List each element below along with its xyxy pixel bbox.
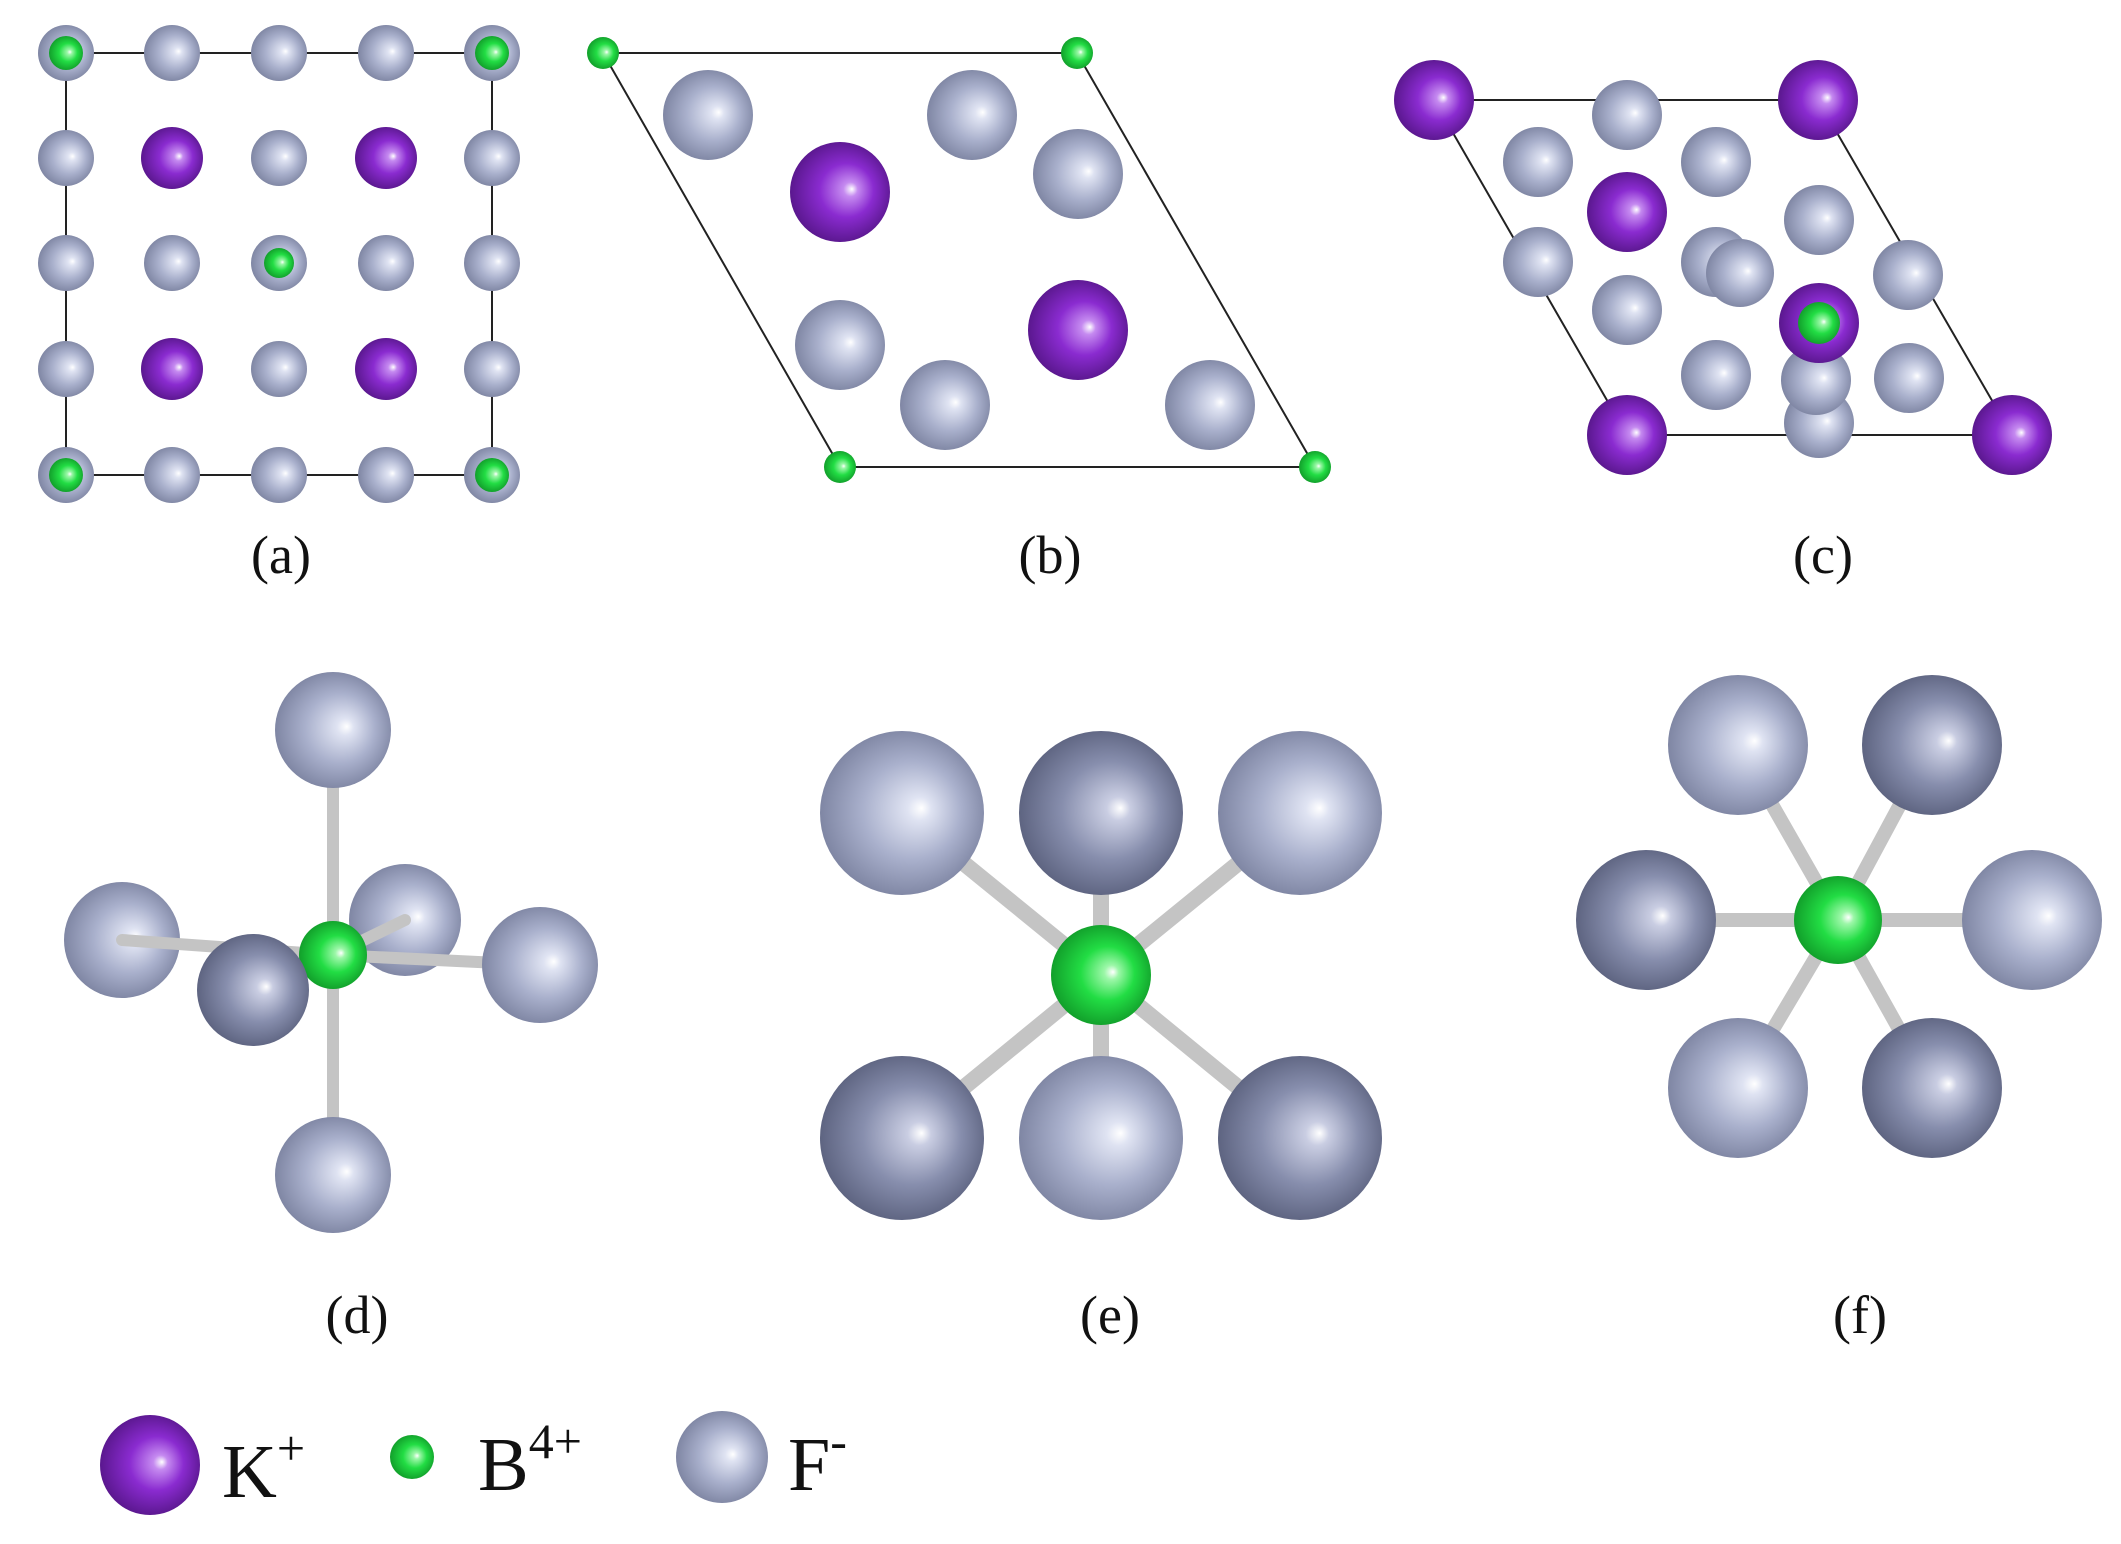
gray-sphere-icon xyxy=(676,1411,768,1503)
potassium-atom xyxy=(355,338,417,400)
fluorine-atom xyxy=(251,341,307,397)
fluorine-atom xyxy=(464,341,520,397)
legend: K+ B4+ F- xyxy=(100,1411,847,1515)
potassium-atom xyxy=(1587,172,1667,252)
fluorine-atom xyxy=(1165,360,1255,450)
potassium-atom xyxy=(1778,60,1858,140)
fluorine-atom xyxy=(144,447,200,503)
fluorine-atom xyxy=(38,235,94,291)
fluorine-atom xyxy=(1019,731,1183,895)
b-site-atom xyxy=(49,458,83,492)
potassium-atom xyxy=(141,127,203,189)
panel-label-c: (c) xyxy=(1793,525,1853,585)
b-site-atom xyxy=(1794,876,1882,964)
fluorine-atom xyxy=(1681,340,1751,410)
panel-b-structure xyxy=(587,37,1331,483)
fluorine-atom xyxy=(1668,675,1808,815)
panel-label-a: (a) xyxy=(251,525,311,585)
legend-b: B4+ xyxy=(478,1413,582,1507)
panel-label-f: (f) xyxy=(1833,1285,1887,1345)
b-site-atom xyxy=(475,36,509,70)
panel-c-structure xyxy=(1394,60,2052,475)
legend-k: K+ xyxy=(222,1420,305,1514)
fluorine-atom xyxy=(927,70,1017,160)
b-site-atom xyxy=(1798,302,1840,344)
fluorine-atom xyxy=(1019,1056,1183,1220)
fluorine-atom xyxy=(663,70,753,160)
purple-sphere-icon xyxy=(100,1415,200,1515)
b-site-atom xyxy=(587,37,619,69)
panel-label-d: (d) xyxy=(326,1285,389,1345)
fluorine-atom xyxy=(795,300,885,390)
legend-f: F- xyxy=(788,1413,847,1507)
fluorine-atom xyxy=(1862,675,2002,815)
b-site-atom xyxy=(264,248,294,278)
panel-f-octahedron xyxy=(1576,675,2102,1158)
fluorine-atom xyxy=(144,235,200,291)
green-sphere-icon xyxy=(390,1435,434,1479)
fluorine-atom xyxy=(1862,1018,2002,1158)
fluorine-atom xyxy=(1592,275,1662,345)
fluorine-atom xyxy=(900,360,990,450)
potassium-atom xyxy=(1028,280,1128,380)
fluorine-atom xyxy=(251,25,307,81)
fluorine-atom xyxy=(1592,80,1662,150)
fluorine-atom xyxy=(251,130,307,186)
fluorine-atom xyxy=(1781,345,1851,415)
fluorine-atom xyxy=(38,130,94,186)
potassium-atom xyxy=(355,127,417,189)
fluorine-atom xyxy=(275,672,391,788)
fluorine-atom xyxy=(358,25,414,81)
fluorine-atom xyxy=(251,447,307,503)
fluorine-atom xyxy=(820,731,984,895)
fluorine-atom xyxy=(1873,240,1943,310)
fluorine-atom xyxy=(38,341,94,397)
fluorine-atom xyxy=(1503,127,1573,197)
fluorine-atom xyxy=(197,934,309,1046)
fluorine-atom xyxy=(1033,129,1123,219)
panel-label-e: (e) xyxy=(1080,1285,1140,1345)
potassium-atom xyxy=(1394,60,1474,140)
fluorine-atom xyxy=(1218,1056,1382,1220)
fluorine-atom xyxy=(1668,1018,1808,1158)
potassium-atom xyxy=(141,338,203,400)
fluorine-atom xyxy=(358,235,414,291)
b-site-atom xyxy=(1061,37,1093,69)
fluorine-atom xyxy=(1874,343,1944,413)
fluorine-atom xyxy=(1784,185,1854,255)
fluorine-atom xyxy=(1503,227,1573,297)
fluorine-atom xyxy=(358,447,414,503)
fluorine-atom xyxy=(820,1056,984,1220)
fluorine-atom xyxy=(144,25,200,81)
fluorine-atom xyxy=(1706,239,1774,307)
panel-d-octahedron xyxy=(64,672,598,1233)
b-site-atom xyxy=(1299,451,1331,483)
potassium-atom xyxy=(790,142,890,242)
potassium-atom xyxy=(1972,395,2052,475)
fluorine-atom xyxy=(1218,731,1382,895)
fluorine-atom xyxy=(1681,127,1751,197)
b-site-atom xyxy=(49,36,83,70)
fluorine-atom xyxy=(275,1117,391,1233)
panel-e-octahedron xyxy=(820,731,1382,1220)
panel-label-b: (b) xyxy=(1019,525,1082,585)
b-site-atom xyxy=(1051,925,1151,1025)
fluorine-atom xyxy=(1576,850,1716,990)
potassium-atom xyxy=(1587,395,1667,475)
panel-a-structure xyxy=(38,25,520,503)
b-site-atom xyxy=(824,451,856,483)
fluorine-atom xyxy=(464,235,520,291)
b-site-atom xyxy=(475,458,509,492)
fluorine-atom xyxy=(1962,850,2102,990)
fluorine-atom xyxy=(482,907,598,1023)
fluorine-atom xyxy=(464,130,520,186)
b-site-atom xyxy=(299,921,367,989)
